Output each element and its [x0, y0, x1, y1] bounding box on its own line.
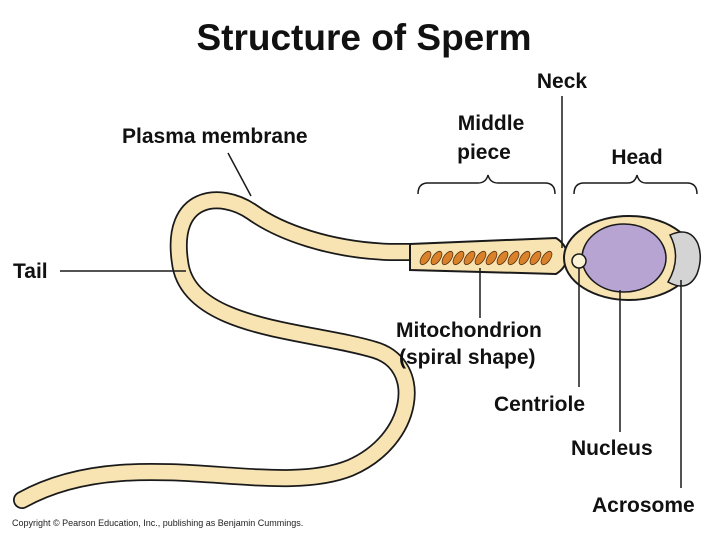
- mitochondrion-segment: [507, 250, 520, 266]
- label-middle-piece-line2: piece: [457, 141, 511, 164]
- acrosome: [666, 231, 701, 287]
- mitochondrion-segment: [496, 250, 509, 266]
- mitochondrion-segment: [419, 250, 432, 266]
- head: [563, 215, 701, 301]
- label-mitochondrion-line2: (spiral shape): [399, 346, 536, 369]
- label-middle-piece-line1: Middle: [458, 112, 525, 135]
- diagram-title: Structure of Sperm: [196, 17, 531, 58]
- label-acrosome: Acrosome: [592, 494, 695, 517]
- label-nucleus: Nucleus: [571, 437, 653, 460]
- mitochondrion-segment: [463, 250, 476, 266]
- label-neck: Neck: [537, 70, 588, 93]
- head-bracket: [573, 174, 698, 195]
- nucleus: [581, 223, 667, 293]
- centriole: [571, 253, 587, 269]
- label-centriole: Centriole: [494, 393, 585, 416]
- mitochondrion-segment: [485, 250, 498, 266]
- copyright-text: Copyright © Pearson Education, Inc., pub…: [12, 518, 303, 528]
- label-plasma-membrane: Plasma membrane: [122, 125, 308, 148]
- label-tail: Tail: [13, 260, 48, 283]
- mitochondrion-segment: [452, 250, 465, 266]
- plasma-membrane-leader: [227, 152, 252, 197]
- label-mitochondrion-line1: Mitochondrion: [396, 319, 542, 342]
- mitochondrion-segment: [518, 250, 531, 266]
- mitochondrion-segment: [474, 250, 487, 266]
- mitochondrion-spiral: [419, 250, 553, 266]
- label-head: Head: [611, 146, 662, 169]
- mitochondrion-segment: [529, 250, 542, 266]
- mitochondrion-segment: [441, 250, 454, 266]
- mitochondrion-segment: [430, 250, 443, 266]
- tail: [13, 191, 427, 509]
- middle-piece-bracket: [417, 174, 556, 195]
- mitochondrion-segment: [540, 250, 553, 266]
- tail-body: [14, 193, 426, 508]
